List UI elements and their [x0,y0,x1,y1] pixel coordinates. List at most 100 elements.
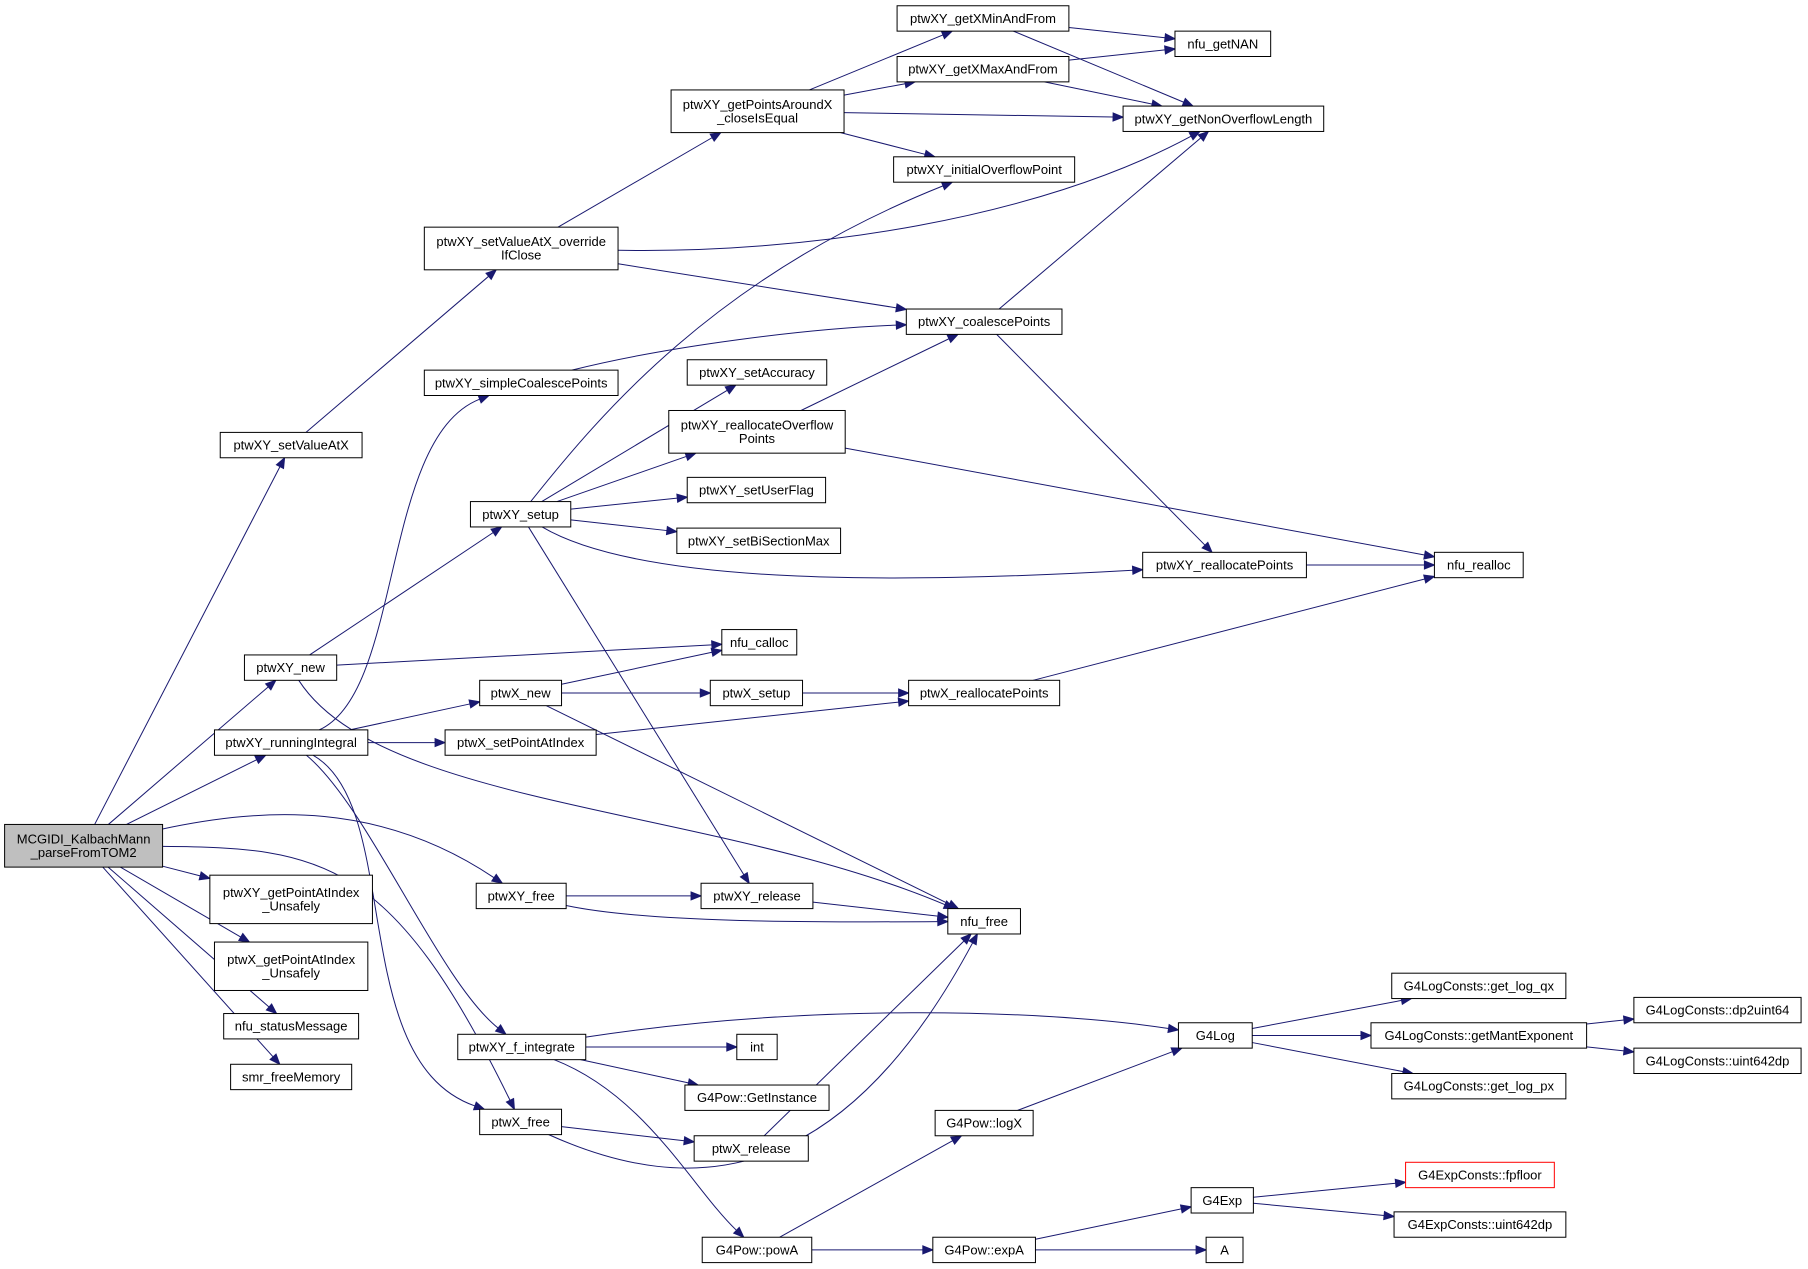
arrowhead [1164,45,1177,55]
arrowhead [940,30,954,40]
edge-line [546,705,950,905]
node-set-bi-section[interactable]: ptwXY_setBiSectionMax [676,527,842,554]
node-smr-free-memory[interactable]: smr_freeMemory [230,1063,353,1091]
node-coalesce[interactable]: ptwXY_coalescePoints [905,308,1063,335]
node-release[interactable]: ptwXY_release [700,882,814,910]
edge-setup-to-set-accuracy [541,384,737,503]
node-nfu-realloc[interactable]: nfu_realloc [1433,551,1524,579]
node-free[interactable]: ptwXY_free [475,882,567,910]
arrowhead [665,525,679,536]
node-log-qx[interactable]: G4LogConsts::get_log_qx [1391,972,1567,1000]
node-int[interactable]: int [736,1033,778,1061]
node-setup[interactable]: ptwXY_setup [469,501,572,528]
edge-line [1013,30,1184,103]
node-label: ptwXY_f_integrate [469,1039,575,1054]
node-x-realloc-points[interactable]: ptwX_reallocatePoints [908,679,1061,707]
node-x-max-and-from[interactable]: ptwXY_getXMaxAndFrom [896,56,1070,83]
edge-line [1252,1042,1404,1073]
node-get-instance[interactable]: G4Pow::GetInstance [684,1084,830,1111]
arrowhead [237,932,251,943]
node-box [1433,551,1524,579]
node-f-integrate[interactable]: ptwXY_f_integrate [457,1033,587,1061]
node-set-value-at-x[interactable]: ptwXY_setValueAtX [219,431,363,459]
node-root[interactable]: MCGIDI_KalbachMann_parseFromTOM2 [4,823,164,868]
node-x-new[interactable]: ptwX_new [479,679,563,707]
arrowhead [739,871,750,885]
node-dp2uint[interactable]: G4LogConsts::dp2uint64 [1633,996,1802,1024]
edge-line [306,754,499,1029]
node-label: IfClose [501,248,541,263]
node-log-px[interactable]: G4LogConsts::get_log_px [1391,1073,1567,1100]
node-nfu-calloc[interactable]: nfu_calloc [721,629,798,656]
arrowhead [1360,1030,1373,1041]
node-log-x[interactable]: G4Pow::logX [934,1109,1034,1137]
node-non-overflow[interactable]: ptwXY_getNonOverflowLength [1122,105,1325,132]
node-g4-log[interactable]: G4Log [1177,1022,1253,1049]
edge-line [541,526,1133,579]
arrowhead [1423,560,1436,570]
node-label: ptwXY_getXMinAndFrom [910,11,1056,26]
node-box [230,1063,353,1091]
node-box [1391,972,1567,1000]
node-x-free[interactable]: ptwX_free [479,1108,563,1136]
arrowhead [1195,1245,1208,1255]
node-x-release[interactable]: ptwX_release [693,1135,809,1162]
node-label: _Unsafely [261,966,320,981]
node-x-set-point-at-index[interactable]: ptwX_setPointAtIndex [444,729,597,756]
node-set-user-flag[interactable]: ptwXY_setUserFlag [686,476,827,504]
node-x-setup[interactable]: ptwX_setup [709,679,804,707]
node-label: MCGIDI_KalbachMann [17,832,151,847]
node-mant-exp[interactable]: G4LogConsts::getMantExponent [1370,1022,1588,1049]
node-initial-overflow[interactable]: ptwXY_initialOverflowPoint [893,156,1076,183]
edge-mant-exp-to-log-uint [1586,1046,1636,1056]
node-nfu-get-nan[interactable]: nfu_getNAN [1174,30,1272,57]
node-set-accuracy[interactable]: ptwXY_setAccuracy [686,359,828,386]
edge-setup-to-set-bi-section [570,519,679,536]
edge-line [779,1140,953,1238]
edge-line [162,865,201,877]
node-fpfloor[interactable]: G4ExpConsts::fpfloor [1405,1161,1555,1189]
node-box [668,409,846,454]
arrowhead [485,268,498,281]
node-label: G4Pow::logX [946,1116,1022,1131]
arrowhead [732,1226,745,1239]
node-x-get-point-at-index-u[interactable]: ptwX_getPointAtIndex_Unsafely [213,941,369,991]
edge-root-to-get-point-at-index-u [162,865,212,881]
node-new[interactable]: ptwXY_new [243,654,338,681]
edge-line [528,526,745,876]
node-get-point-at-index-u[interactable]: ptwXY_getPointAtIndex_Unsafely [209,874,373,925]
node-nfu-free[interactable]: nfu_free [947,908,1021,935]
edge-root-to-new [108,679,277,825]
node-label: ptwX_setup [722,685,790,700]
node-box [1142,551,1307,579]
arrowhead [726,1042,739,1052]
node-a[interactable]: A [1205,1236,1244,1264]
edge-line [1586,1046,1624,1052]
node-x-min-and-from[interactable]: ptwXY_getXMinAndFrom [896,5,1070,32]
node-exp-uint[interactable]: G4ExpConsts::uint642dp [1393,1211,1567,1238]
edge-line [1068,27,1166,39]
node-label: ptwXY_setAccuracy [699,365,815,380]
edge-line [556,455,687,503]
arrowhead [468,699,481,709]
node-status-message[interactable]: nfu_statusMessage [223,1013,360,1040]
node-realloc-points[interactable]: ptwXY_reallocatePoints [1142,551,1307,579]
node-pow-a[interactable]: G4Pow::powA [701,1236,813,1264]
node-label: _parseFromTOM2 [30,845,137,860]
arrowhead [494,1024,507,1036]
node-label: G4Pow::powA [716,1242,799,1257]
node-g4-exp[interactable]: G4Exp [1190,1187,1254,1214]
arrowhead [254,754,267,765]
node-running-integral[interactable]: ptwXY_runningIntegral [213,729,369,756]
node-simple-coalesce[interactable]: ptwXY_simpleCoalescePoints [423,369,619,397]
node-exp-a[interactable]: G4Pow::expA [932,1236,1036,1264]
node-points-around[interactable]: ptwXY_getPointsAroundX_closeIsEqual [670,89,845,134]
node-box [947,908,1021,935]
node-box [479,679,563,707]
edge-line [1017,1051,1173,1111]
node-box [1633,1047,1802,1075]
node-label: int [750,1039,764,1054]
node-log-uint[interactable]: G4LogConsts::uint642dp [1633,1047,1802,1075]
